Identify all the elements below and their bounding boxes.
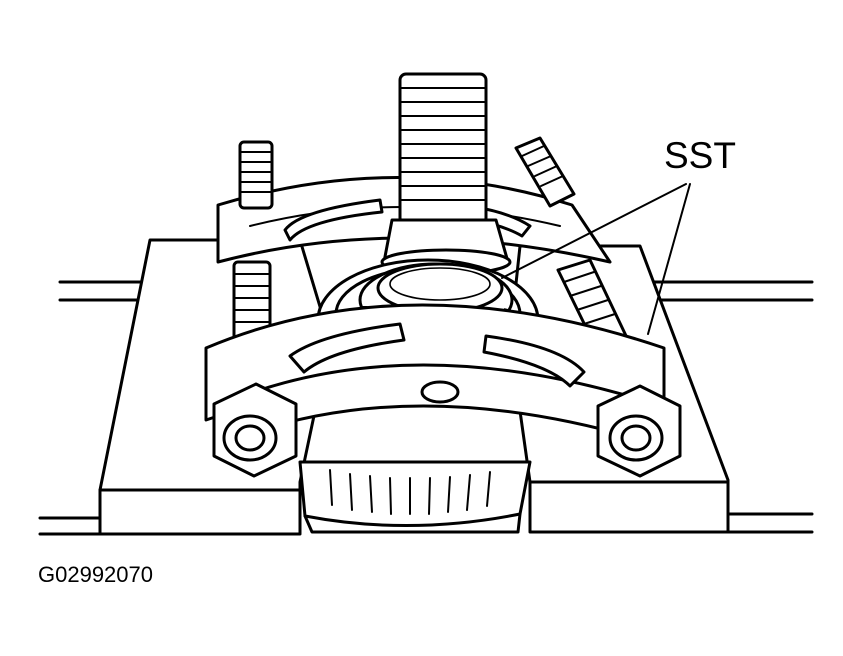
threaded-rod-rear-right [514,136,576,208]
table-rails [38,280,814,536]
figure-id: G02992070 [38,562,153,587]
threaded-rod-front-left [232,260,272,348]
hex-nut-right [596,384,682,478]
hex-nut-left [212,382,298,478]
sst-callout: SST [501,135,736,335]
threaded-rod-rear-left [238,140,274,210]
hub-flange [298,460,532,534]
callout-label-sst: SST [664,135,736,176]
press-shaft [380,72,512,276]
